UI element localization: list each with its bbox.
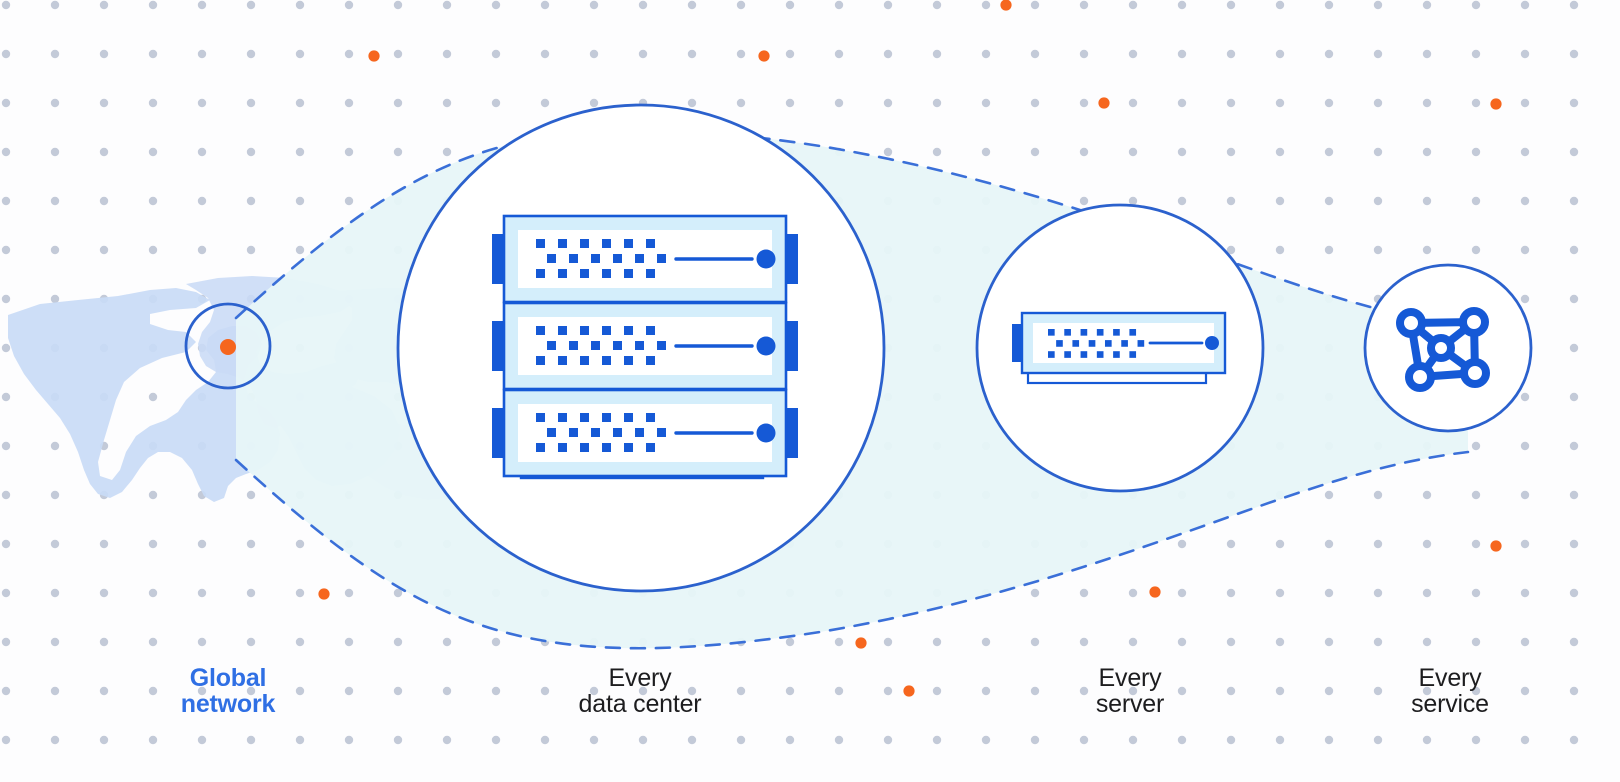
stage-label-service: Every service bbox=[1411, 664, 1489, 718]
server-unit-icon bbox=[1012, 313, 1225, 385]
stage-label-server: Every server bbox=[1095, 664, 1165, 718]
global-network-circle bbox=[184, 302, 272, 390]
service-circle bbox=[1363, 263, 1533, 433]
data-center-circle bbox=[396, 103, 886, 593]
network-location-marker bbox=[220, 339, 236, 355]
network-graph-icon bbox=[1396, 307, 1490, 392]
server-rack-icon bbox=[492, 216, 798, 480]
server-circle bbox=[975, 203, 1265, 493]
stage-label-data-center: Every data center bbox=[578, 664, 702, 718]
stage-label-global-network: Global network bbox=[180, 664, 276, 718]
